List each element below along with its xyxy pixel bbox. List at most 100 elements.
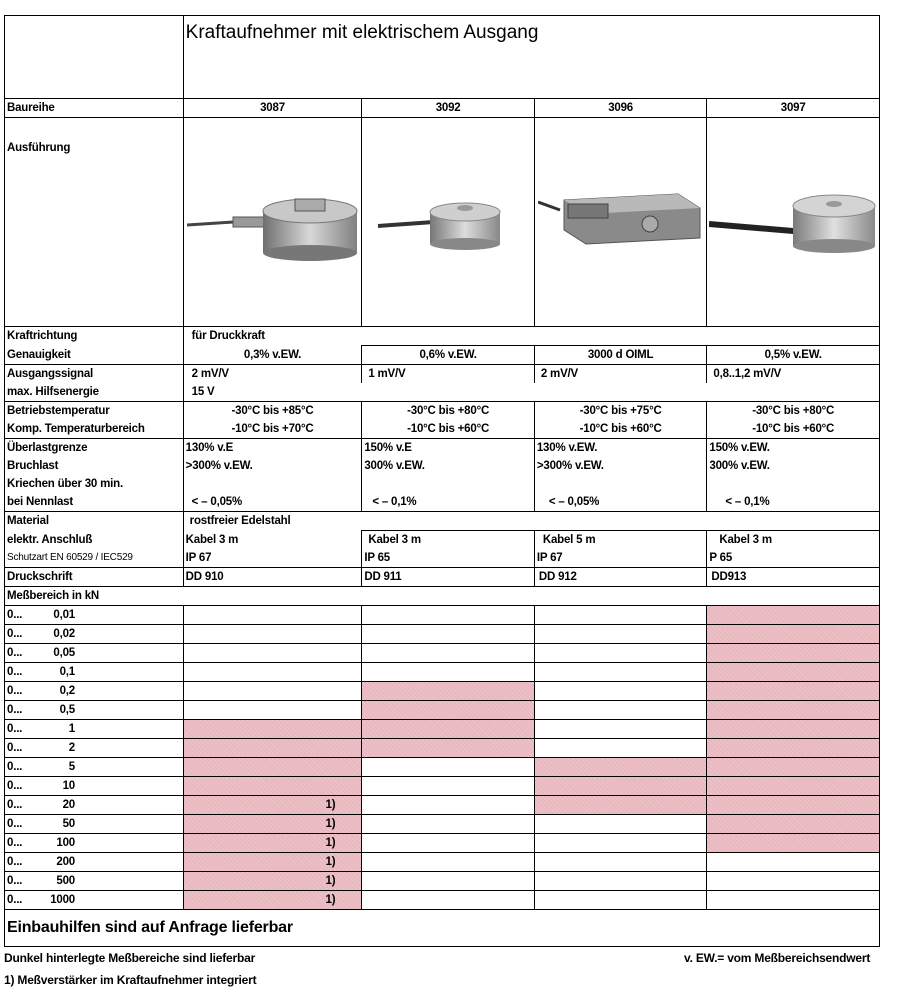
range-cell-3097 [706,852,880,872]
range-label: 0... 0,2 [4,681,184,701]
spec-label-kompensiert: Komp. Temperaturbereich [4,420,184,439]
datasheet-table: Kraftaufnehmer mit elektrischem Ausgang … [4,15,881,947]
range-cell-3096 [533,757,708,777]
page-title: Kraftaufnehmer mit elektrischem Ausgang [185,22,539,43]
spec-label-ausgangssignal: Ausgangssignal [4,364,184,383]
spec-schutzart-3092: IP 65 [361,549,535,568]
spec-label-bruchlast: Bruchlast [4,457,184,475]
spec-ausgangssignal-3092: 1 mV/V [361,364,535,383]
range-value: 0,1 [59,666,76,678]
range-prefix: 0... [7,647,23,659]
spec-genauigkeit-3092: 0,6% v.EW. [361,345,535,365]
spec-label-hilfsenergie: max. Hilfsenergie [4,383,184,402]
range-cell-3092 [361,833,535,853]
range-value: 5 [68,761,75,773]
range-cell-3096 [533,643,708,663]
range-value: 0,05 [53,647,75,659]
spec-kompensiert-3087: -10°C bis +70°C [182,420,363,439]
range-prefix: 0... [7,894,23,906]
range-label: 0...2 [4,738,184,758]
model-3096: 3096 [533,98,708,118]
range-label: 0...1 [4,719,184,739]
range-cell-3087 [182,757,363,777]
spec-kriechen-blank-3 [533,475,707,493]
range-label: 0...100 [4,833,184,853]
range-cell-3096 [533,700,708,720]
range-label: 0...0,5 [4,700,184,720]
range-cell-3092 [361,681,535,701]
range-header: Meßbereich in kN [4,586,880,606]
range-label: 0...1000 [4,890,184,910]
range-prefix: 0... [7,837,23,849]
spec-value-material: rostfreier Edelstahl [182,511,881,531]
range-cell-3092 [361,662,535,682]
range-cell-3097 [706,757,880,777]
range-cell-3092 [361,643,535,663]
range-prefix: 0... [7,761,23,773]
spec-genauigkeit-3096: 3000 d OIML [533,345,708,365]
spec-bruchlast-3092: 300% v.EW. [361,457,535,475]
range-prefix: 0... [7,704,23,716]
range-row: 0...10 [4,776,880,796]
range-prefix: 0... [7,723,23,735]
range-value: 20 [62,799,76,811]
range-value: 0,02 [53,628,75,640]
range-prefix: 0... [7,875,23,887]
range-label: 0...10 [4,776,184,796]
spec-label-kriechen: Kriechen über 30 min. [4,475,184,493]
range-cell-3087: 1) [182,814,363,834]
range-value: 0,01 [53,609,75,621]
legend-footnote: 1) Meßverstärker im Kraftaufnehmer integ… [4,973,257,987]
range-cell-3096 [533,795,708,815]
product-image-3096 [533,117,708,327]
spec-ausgangssignal-3087: 2 mV/V [182,364,363,383]
range-cell-3092 [361,738,535,758]
legend-dark-note: Dunkel hinterlegte Meßbereiche sind lief… [4,951,256,965]
range-cell-3087: 1) [182,833,363,853]
range-cell-3097 [706,776,880,796]
spec-druckschrift-3097: DD913 [706,567,880,587]
spec-kriechen-3087: < – 0,05% [182,493,362,512]
range-value: 10 [62,780,76,792]
spec-kriechen-blank-1 [182,475,362,493]
range-row: 0...0,5 [4,700,880,720]
spec-label-betriebstemp: Betriebstemperatur [4,401,184,420]
range-cell-3092 [361,776,535,796]
range-row: 0...0,1 [4,662,880,682]
range-cell-3092 [361,814,535,834]
spec-ueberlast-3087: 130% v.E [182,438,362,457]
range-cell-3087 [182,719,363,739]
range-row: 0... 5 [4,757,880,777]
spec-anschluss-3097: Kabel 3 m [706,530,880,549]
range-prefix: 0... [7,685,23,697]
range-cell-3096 [533,605,708,625]
spec-bruchlast-3097: 300% v.EW. [706,457,880,475]
range-cell-3087 [182,681,363,701]
spec-value-kraftrichtung: für Druckkraft [182,326,881,346]
spec-label-anschluss: elektr. Anschluß [4,530,184,549]
range-cell-3096 [533,662,708,682]
range-cell-3092 [361,605,535,625]
title-cell: Kraftaufnehmer mit elektrischem Ausgang [182,15,881,99]
range-row: 0...0,01 [4,605,880,625]
spec-kompensiert-3092: -10°C bis +60°C [361,420,535,439]
range-cell-3096 [533,852,708,872]
spec-anschluss-3087: Kabel 3 m [182,530,363,549]
range-cell-3087 [182,643,363,663]
title-blank-cell [4,15,184,99]
range-label: 0...200 [4,852,184,872]
range-value: 0,2 [59,685,76,697]
range-cell-3096 [533,719,708,739]
spec-genauigkeit-3087: 0,3% v.EW. [182,345,363,365]
range-value: 500 [56,875,75,887]
range-cell-3096 [533,871,708,891]
spec-genauigkeit-3097: 0,5% v.EW. [706,345,880,365]
product-image-3092 [361,117,535,327]
product-image-3087 [182,117,363,327]
range-cell-3097 [706,871,880,891]
series-label: Baureihe [4,98,184,118]
